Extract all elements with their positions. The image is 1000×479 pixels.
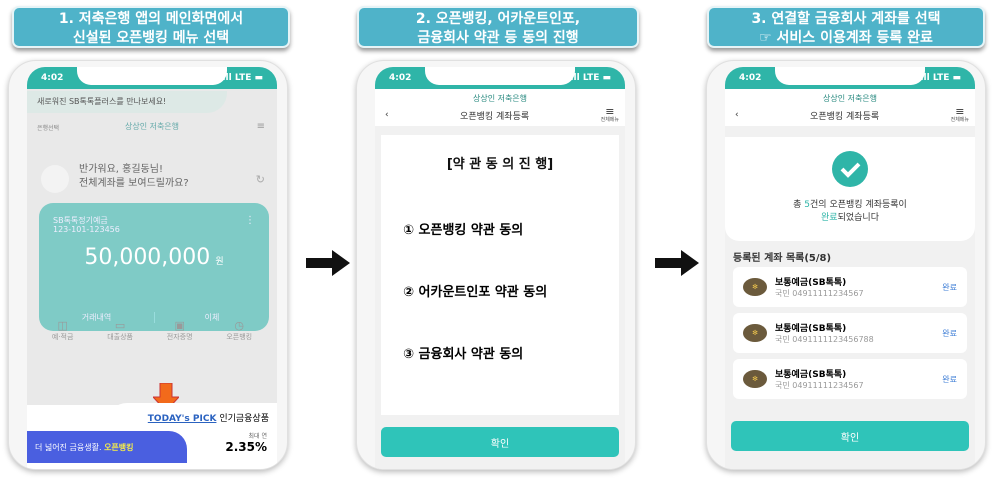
refresh-icon[interactable]: ↻ xyxy=(255,173,265,186)
currency: 원 xyxy=(215,257,224,267)
back-icon[interactable]: ‹ xyxy=(735,110,739,120)
step3-title-line2: ☞ 서비스 이용계좌 등록 완료 xyxy=(759,30,933,46)
step2-header: 2. 오픈뱅킹, 어카운트인포, 금융회사 약관 등 동의 진행 xyxy=(357,6,639,48)
full-menu-button[interactable]: ≡전체메뉴 xyxy=(950,105,969,123)
back-icon[interactable]: ‹ xyxy=(385,110,389,120)
rate-label: 최대 연 xyxy=(248,433,267,440)
notice-banner[interactable]: 새로워진 SB톡톡플러스를 만나보세요! xyxy=(27,91,227,113)
status-badge: 완료 xyxy=(942,282,957,292)
account-card[interactable]: SB톡톡정기예금 123-101-123456 ⋮ 50,000,000 원 거… xyxy=(39,203,269,331)
bank-select[interactable]: 은행선택 xyxy=(37,125,60,132)
phone-complete-screen: 4:02 ..ıll LTE ▬ 상상인 저축은행 ‹ 오픈뱅킹 계좌등록 ≡전체메뉴… xyxy=(706,60,986,470)
menu-certificate[interactable]: ▣전자증명 xyxy=(166,319,193,341)
bank-logo: 상상인 저축은행 xyxy=(822,94,878,103)
bank-icon: ✻ xyxy=(743,278,767,296)
step3-header: 3. 연결할 금융회사 계좌를 선택 ☞ 서비스 이용계좌 등록 완료 xyxy=(707,6,985,48)
menu-deposit[interactable]: ◫예·적금 xyxy=(51,319,74,341)
menu-icon: ≡ xyxy=(955,105,965,118)
status-badge: 완료 xyxy=(942,328,957,338)
account-number: 123-101-123456 xyxy=(53,225,120,234)
terms-open-banking[interactable]: ① 오픈뱅킹 약관 동의 xyxy=(403,223,524,238)
bank-icon: ✻ xyxy=(743,324,767,342)
transfer-button[interactable]: 이체 xyxy=(154,312,269,323)
greeting: 반가워요, 홍길동님! xyxy=(79,164,163,175)
status-signal: ..ıll LTE ▬ xyxy=(215,73,263,83)
step3-title-line1: 3. 연결할 금융회사 계좌를 선택 xyxy=(751,11,941,27)
page-title: 오픈뱅킹 계좌등록 xyxy=(810,111,880,122)
status-badge: 완료 xyxy=(942,374,957,384)
menu-icon[interactable]: ≡ xyxy=(256,121,265,132)
terms-account-info[interactable]: ② 어카운트인포 약관 동의 xyxy=(403,285,548,300)
terms-financial-company[interactable]: ③ 금융회사 약관 동의 xyxy=(403,347,524,362)
bank-logo: 상상인 저축은행 xyxy=(124,122,180,131)
terms-panel: [약 관 동 의 진 행] ① 오픈뱅킹 약관 동의 ② 어카운트인포 약관 동… xyxy=(381,135,619,415)
confirm-button[interactable]: 확인 xyxy=(731,421,969,451)
account-balance: 50,000,000 xyxy=(84,245,211,270)
todays-pick[interactable]: TODAY's PICK xyxy=(147,414,217,424)
terms-heading: [약 관 동 의 진 행] xyxy=(446,157,554,172)
menu-label: 전체메뉴 xyxy=(950,117,969,123)
account-name: SB톡톡정기예금 xyxy=(53,216,108,225)
menu-label: 전체메뉴 xyxy=(600,117,619,123)
status-signal: ..ıll LTE ▬ xyxy=(563,73,611,83)
status-time: 4:02 xyxy=(389,73,412,83)
step1-title-line1: 1. 저축은행 앱의 메인화면에서 xyxy=(58,11,244,27)
status-time: 4:02 xyxy=(41,73,64,83)
more-icon[interactable]: ⋮ xyxy=(245,215,255,226)
bank-logo: 상상인 저축은행 xyxy=(472,94,528,103)
show-all-accounts[interactable]: 전체계좌를 보여드릴까요? xyxy=(79,178,189,189)
check-circle-icon xyxy=(832,151,868,187)
phone-terms-screen: 4:02 ..ıll LTE ▬ 상상인 저축은행 ‹ 오픈뱅킹 계좌등록 ≡전체메뉴… xyxy=(356,60,636,470)
arrow-right-icon xyxy=(306,250,350,276)
history-button[interactable]: 거래내역 xyxy=(81,313,112,322)
open-banking-promo[interactable]: 더 넓어진 금융생활. 오픈뱅킹 xyxy=(27,431,187,463)
arrow-right-icon xyxy=(655,250,699,276)
step1-title-line2: 신설된 오픈뱅킹 메뉴 선택 xyxy=(72,30,230,46)
page-title: 오픈뱅킹 계좌등록 xyxy=(460,111,530,122)
menu-icon: ≡ xyxy=(605,105,615,118)
popular-products: 인기금융상품 xyxy=(219,414,269,424)
menu-loan[interactable]: ▭대출상품 xyxy=(107,319,133,341)
rate-value: 2.35% xyxy=(225,440,267,454)
step2-title-line1: 2. 오픈뱅킹, 어카운트인포, xyxy=(415,11,581,27)
status-time: 4:02 xyxy=(739,73,762,83)
menu-open-banking[interactable]: ◷오픈뱅킹 xyxy=(226,319,253,341)
bank-icon: ✻ xyxy=(743,370,767,388)
phone-main-screen: 4:02 ..ıll LTE ▬ 새로워진 SB톡톡플러스를 만나보세요! 은행선… xyxy=(8,60,288,470)
avatar xyxy=(41,165,69,193)
step2-title-line2: 금융회사 약관 등 동의 진행 xyxy=(417,30,579,46)
full-menu-button[interactable]: ≡전체메뉴 xyxy=(600,105,619,123)
complete-message: 총 5건의 오픈뱅킹 계좌등록이 xyxy=(793,200,907,210)
status-signal: ..ıll LTE ▬ xyxy=(913,73,961,83)
confirm-button[interactable]: 확인 xyxy=(381,427,619,457)
account-list-title: 등록된 계좌 목록(5/8) xyxy=(733,253,832,264)
